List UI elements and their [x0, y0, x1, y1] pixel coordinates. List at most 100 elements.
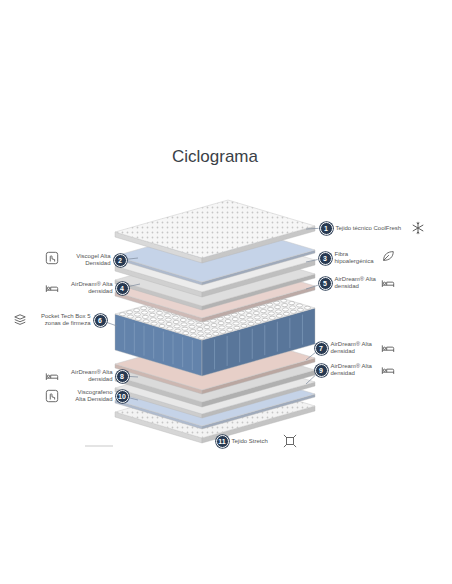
- layer-label: AirDream® Alta densidad: [335, 276, 379, 290]
- quilt-pattern: [115, 200, 315, 258]
- spring-coil: [290, 310, 296, 313]
- callout-number: 9: [315, 364, 328, 377]
- callout-number: 5: [319, 277, 332, 290]
- side-seam: [163, 331, 164, 361]
- callout: 3Fibra hipoalergénica: [319, 251, 379, 265]
- spring-coil: [135, 317, 141, 320]
- leader-lines: [107, 228, 318, 400]
- spring-coil: [248, 322, 254, 325]
- callout: 2Viscogel Alta Densidad: [67, 253, 127, 267]
- callout-number: 1: [320, 222, 333, 235]
- bed-icon: [382, 345, 393, 352]
- spring-coil: [141, 307, 147, 310]
- spring-coil: [167, 327, 173, 330]
- snowflake-icon: [413, 222, 424, 234]
- callout-number: 8: [116, 370, 129, 383]
- spring-coil: [282, 308, 288, 311]
- spring-coil: [164, 314, 170, 317]
- spring-coil: [218, 321, 224, 324]
- side-seam: [153, 329, 154, 359]
- spring-coil: [134, 313, 140, 316]
- spring-coil: [282, 303, 288, 306]
- spring-coil: [283, 312, 289, 315]
- callout-number: 7: [315, 342, 328, 355]
- layer-label: Tejido técnico CoolFresh: [336, 225, 402, 232]
- side-seam: [214, 339, 215, 369]
- layer-top: [115, 200, 315, 258]
- spring-coil: [212, 328, 218, 331]
- spring-coil: [290, 306, 296, 309]
- side-seam: [252, 329, 253, 359]
- spring-coil: [172, 316, 178, 319]
- spring-coil: [149, 313, 155, 316]
- spring-coil: [190, 329, 196, 332]
- bed-icon: [46, 285, 57, 292]
- side-seam: [227, 336, 228, 366]
- spring-coil: [219, 326, 225, 329]
- spring-coil: [247, 318, 253, 321]
- spring-coil: [211, 323, 217, 326]
- spring-coil: [227, 328, 233, 331]
- side-seam: [173, 334, 174, 364]
- callout-number: 2: [114, 254, 127, 267]
- spring-coil: [220, 330, 226, 333]
- spring-coil: [254, 316, 260, 319]
- spring-coil: [241, 324, 247, 327]
- diagram-title: Ciclograma: [172, 147, 258, 167]
- spring-coil: [268, 312, 274, 315]
- spring-coil: [183, 331, 189, 334]
- leader-line: [129, 376, 138, 378]
- leader-line: [306, 260, 318, 262]
- side-seam: [192, 340, 193, 370]
- spring-coil: [156, 311, 162, 314]
- spring-coil: [198, 332, 204, 335]
- layer-label: AirDream® Alta densidad: [331, 341, 375, 355]
- callout: 1Tejido técnico CoolFresh: [320, 222, 402, 235]
- side-seam: [289, 318, 290, 348]
- leader-line: [129, 398, 138, 400]
- side-seam: [302, 315, 303, 345]
- spring-coil: [157, 316, 163, 319]
- spring-coil: [289, 301, 295, 304]
- spring-coil: [233, 322, 239, 325]
- spring-coil: [206, 334, 212, 337]
- spring-coil: [213, 332, 219, 335]
- layer-label: Fibra hipoalergénica: [335, 251, 379, 265]
- spring-coil: [175, 329, 181, 332]
- spring-coil: [269, 316, 275, 319]
- spring-coil: [127, 311, 133, 314]
- layer-side: [202, 308, 315, 376]
- side-seam: [239, 332, 240, 362]
- spring-coil: [226, 324, 232, 327]
- spring-coil: [180, 318, 186, 321]
- layer-label: Tejido Stretch: [232, 438, 268, 445]
- touch-icon: [46, 390, 57, 401]
- callout-number: 10: [116, 390, 129, 403]
- spring-coil: [181, 323, 187, 326]
- springs-icon: [15, 315, 26, 325]
- spring-coil: [142, 315, 148, 318]
- spring-coil: [151, 322, 157, 325]
- spring-coil: [134, 309, 140, 312]
- spring-coil: [158, 320, 164, 323]
- leader-line: [306, 353, 315, 360]
- bed-icon: [382, 280, 393, 287]
- spring-coil: [225, 319, 231, 322]
- callout-number: 6: [94, 314, 107, 327]
- spring-coil: [127, 315, 133, 318]
- callout: 6Pocket Tech Box 5 zonas de firmeza: [33, 313, 107, 327]
- side-seam: [144, 326, 145, 356]
- spring-coil: [297, 308, 303, 311]
- spring-coil: [255, 320, 261, 323]
- spring-coil: [239, 315, 245, 318]
- mattress-layers: [115, 200, 315, 443]
- callout: 4AirDream® Alta densidad: [69, 281, 129, 295]
- spring-coil: [276, 314, 282, 317]
- spring-coil: [297, 304, 303, 307]
- mattress-layer: [115, 200, 315, 263]
- spring-coil: [232, 317, 238, 320]
- callout: 7AirDream® Alta densidad: [315, 341, 375, 355]
- callout: 5AirDream® Alta densidad: [319, 276, 379, 290]
